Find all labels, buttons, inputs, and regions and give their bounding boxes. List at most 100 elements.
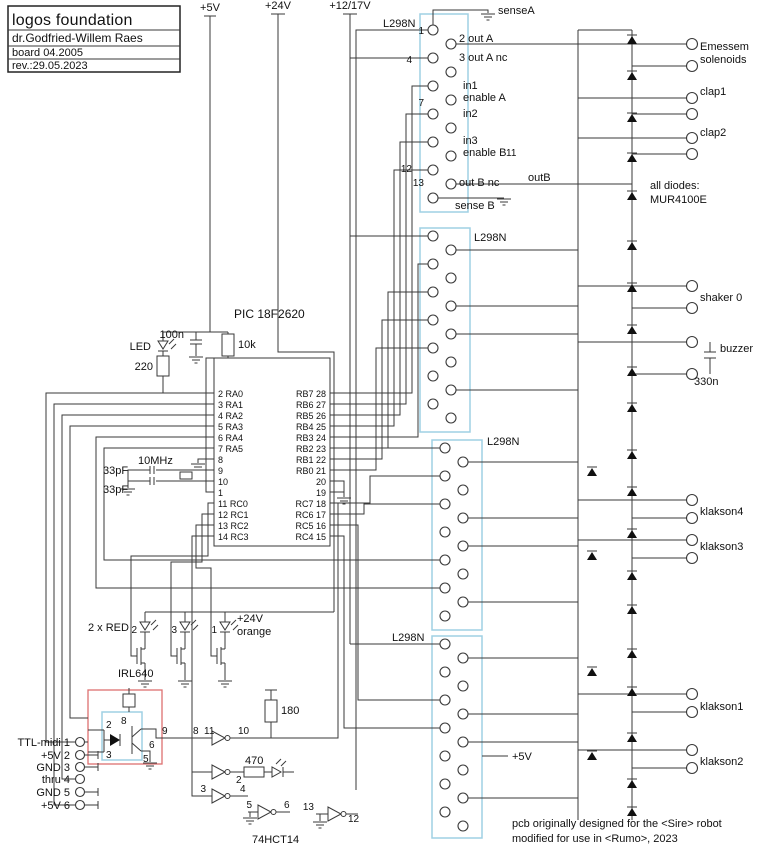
midi-connector-pin [74, 773, 86, 785]
output-terminal-pin [685, 687, 699, 701]
output-terminal-pin [685, 279, 699, 293]
res-180-label: 180 [281, 705, 299, 717]
diode-icon [627, 114, 637, 122]
opto-pin9: 9 [162, 726, 168, 737]
connector-pin [427, 286, 439, 298]
cap-330n-label: 330n [694, 376, 718, 388]
driver1-enable-b: enable B [463, 147, 506, 159]
output-klakson4: klakson4 [700, 506, 743, 518]
driver1-sense-a: senseA [498, 5, 535, 17]
title-block: logos foundation dr.Godfried-Willem Raes… [7, 5, 181, 73]
fet-irl640-label: IRL640 [118, 668, 153, 680]
wire [95, 436, 440, 589]
output-terminal-pin [685, 533, 699, 547]
connector-pin [457, 540, 469, 552]
driver2-label: L298N [474, 232, 506, 244]
wire [191, 772, 212, 797]
connector-pin [445, 272, 457, 284]
conn-thru-4: thru 4 [42, 774, 70, 786]
inverter-gate-icon [211, 730, 227, 746]
connector-pin [457, 708, 469, 720]
gate3-out-label: 4 [240, 784, 246, 795]
diode-icon [627, 572, 637, 580]
opto-pin6: 6 [149, 740, 155, 751]
connector-pin [439, 470, 451, 482]
gate5-in-label: 13 [303, 802, 315, 813]
connector-pin [457, 456, 469, 468]
wire [330, 113, 428, 405]
output-terminal-pin [685, 335, 699, 349]
connector-pin [427, 108, 439, 120]
connector-pin [457, 764, 469, 776]
pic-left-pin-label: 9 [218, 466, 223, 476]
connector-pin [439, 610, 451, 622]
output-clap1: clap1 [700, 86, 726, 98]
connector-pin [427, 370, 439, 382]
pic-right-pin-label: 20 [316, 477, 326, 487]
led-arrow [168, 338, 175, 345]
pads-layer [74, 24, 699, 832]
led-arrow [170, 343, 177, 350]
wire [330, 480, 345, 497]
midi-connector-pin [74, 799, 86, 811]
resistor-10k-body [221, 333, 235, 357]
output-terminal-pin [685, 37, 699, 51]
l298n-driver-3-outline [431, 439, 483, 631]
diode-icon [627, 488, 637, 496]
ic-74hct14-label: 74HCT14 [252, 834, 299, 846]
connector-pin [427, 398, 439, 410]
wire [330, 141, 428, 416]
driver1-out-a: 2 out A [459, 33, 494, 45]
diode-icon [587, 752, 597, 760]
connector-pin [439, 442, 451, 454]
midi-input-section-outline [87, 689, 163, 765]
connector-pin [439, 750, 451, 762]
diode-icon [627, 154, 637, 162]
connector-pin [457, 736, 469, 748]
connector-pin [445, 328, 457, 340]
opto-led-icon [110, 734, 120, 746]
wire [230, 502, 339, 739]
wire [205, 356, 229, 493]
connector-pin [439, 582, 451, 594]
diode-icon [587, 468, 597, 476]
output-terminal-pin [685, 91, 699, 105]
gate1-out-label: 10 [238, 726, 250, 737]
connector-pin [427, 258, 439, 270]
pic-right-pin-label: RC6 17 [295, 510, 326, 520]
pic-left-pin-label: 4 RA2 [218, 411, 243, 421]
driver1-in2: in2 [463, 108, 478, 120]
pic-right-pin-label: RB1 22 [296, 455, 326, 465]
l298n-driver-1-outline [419, 13, 469, 213]
output-emessem-line2: solenoids [700, 54, 747, 66]
diode-icon [627, 404, 637, 412]
connector-pin [445, 66, 457, 78]
connector-pin [457, 512, 469, 524]
diode-icon [627, 284, 637, 292]
output-klakson1: klakson1 [700, 701, 743, 713]
connector-pin [445, 356, 457, 368]
gate2-out-label: 2 [236, 775, 242, 786]
diode-icon [587, 668, 597, 676]
diode-icon [627, 606, 637, 614]
wire [355, 29, 428, 790]
output-terminal-pin [685, 511, 699, 525]
rail-24v-label: +24V [265, 0, 292, 12]
wire [330, 524, 440, 701]
inverter-gate-icon [211, 764, 227, 780]
led-arrow [232, 624, 239, 631]
pic-right-pin-label: RB7 28 [296, 389, 326, 399]
gate1-in-label: 8 [193, 726, 199, 737]
pic-right-pin-label: RB3 24 [296, 433, 326, 443]
pic-right-pin-label: 19 [316, 488, 326, 498]
inverter-gate-icon [327, 806, 343, 822]
l298n-driver-2-outline [419, 227, 471, 433]
connector-pin [445, 244, 457, 256]
connector-pin [439, 666, 451, 678]
gate5-out-label: 12 [348, 814, 360, 825]
output-terminal-pin [685, 147, 699, 161]
output-emessem-line1: Emessem [700, 41, 749, 53]
pic-left-pin-label: 3 RA1 [218, 400, 243, 410]
resistor-input-body [122, 693, 136, 708]
